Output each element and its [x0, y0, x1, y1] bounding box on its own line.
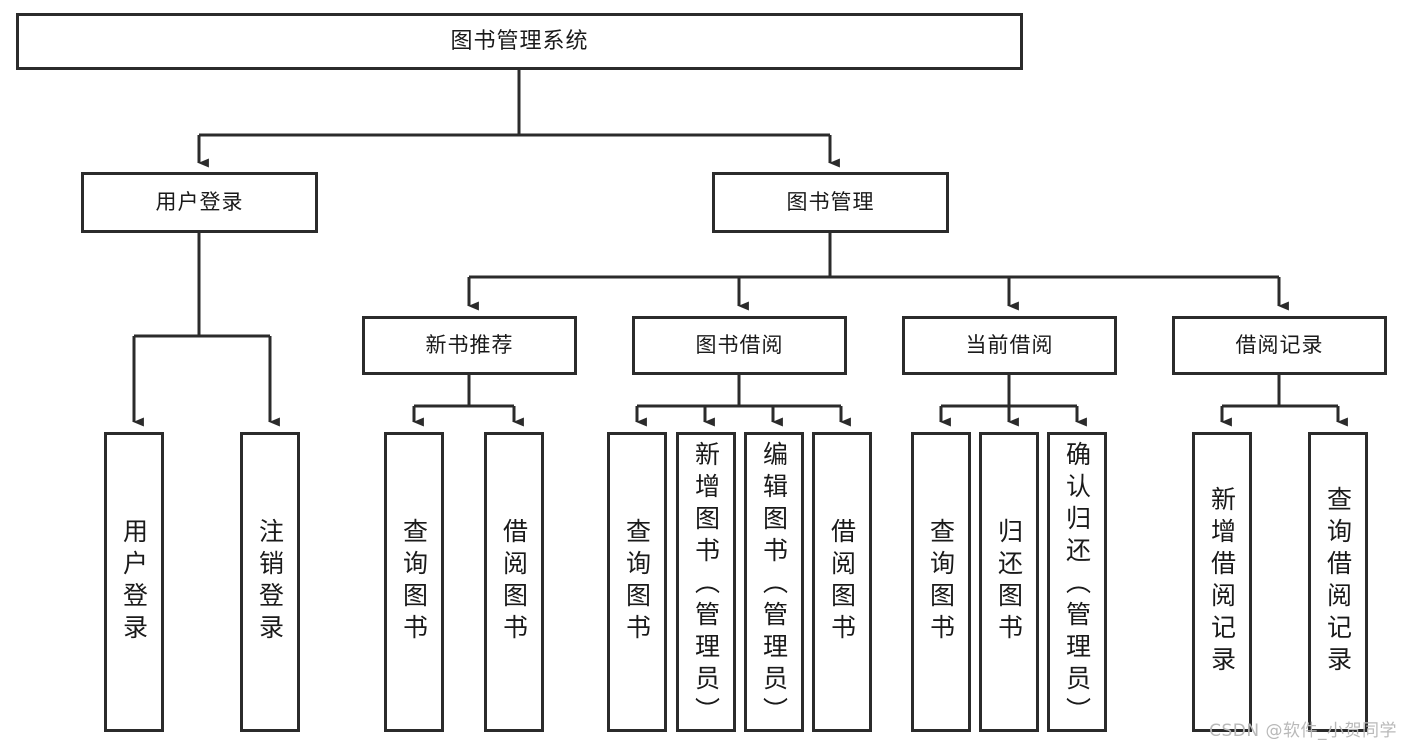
node-leaf-borrow-book-1[interactable]: 借阅图书	[484, 432, 544, 732]
node-new-book-recommend-label: 新书推荐	[425, 333, 514, 358]
node-book-borrow-label: 图书借阅	[695, 333, 784, 358]
node-leaf-query-borrow-record[interactable]: 查询借阅记录	[1308, 432, 1368, 732]
node-leaf-query-book-3-label: 查询图书	[926, 518, 956, 646]
node-leaf-query-book-2[interactable]: 查询图书	[607, 432, 667, 732]
node-leaf-user-login-label: 用户登录	[119, 518, 149, 646]
node-current-borrow-label: 当前借阅	[965, 333, 1054, 358]
node-leaf-edit-book-admin-label: 编辑图书（管理员）	[759, 441, 789, 729]
node-leaf-return-book[interactable]: 归还图书	[979, 432, 1039, 732]
node-leaf-borrow-book-2-label: 借阅图书	[827, 518, 857, 646]
node-user-login[interactable]: 用户登录	[81, 172, 318, 233]
node-leaf-logout-login-label: 注销登录	[255, 518, 285, 646]
node-leaf-query-book-2-label: 查询图书	[622, 518, 652, 646]
node-user-login-label: 用户登录	[155, 190, 244, 215]
node-leaf-query-borrow-record-label: 查询借阅记录	[1323, 486, 1353, 678]
node-leaf-logout-login[interactable]: 注销登录	[240, 432, 300, 732]
node-leaf-add-book-admin[interactable]: 新增图书（管理员）	[676, 432, 736, 732]
node-borrow-record-label: 借阅记录	[1235, 333, 1324, 358]
node-new-book-recommend[interactable]: 新书推荐	[362, 316, 577, 375]
node-leaf-query-book-1-label: 查询图书	[399, 518, 429, 646]
node-book-manage[interactable]: 图书管理	[712, 172, 949, 233]
node-leaf-query-book-3[interactable]: 查询图书	[911, 432, 971, 732]
node-leaf-query-book-1[interactable]: 查询图书	[384, 432, 444, 732]
node-leaf-confirm-return-admin-label: 确认归还（管理员）	[1062, 441, 1092, 729]
node-root-label: 图书管理系统	[450, 28, 589, 54]
node-current-borrow[interactable]: 当前借阅	[902, 316, 1117, 375]
node-leaf-borrow-book-2[interactable]: 借阅图书	[812, 432, 872, 732]
node-borrow-record[interactable]: 借阅记录	[1172, 316, 1387, 375]
node-leaf-confirm-return-admin[interactable]: 确认归还（管理员）	[1047, 432, 1107, 732]
node-leaf-add-borrow-record[interactable]: 新增借阅记录	[1192, 432, 1252, 732]
node-leaf-return-book-label: 归还图书	[994, 518, 1024, 646]
node-leaf-add-borrow-record-label: 新增借阅记录	[1207, 486, 1237, 678]
node-book-manage-label: 图书管理	[786, 190, 875, 215]
node-leaf-edit-book-admin[interactable]: 编辑图书（管理员）	[744, 432, 804, 732]
node-leaf-user-login[interactable]: 用户登录	[104, 432, 164, 732]
node-leaf-add-book-admin-label: 新增图书（管理员）	[691, 441, 721, 729]
node-leaf-borrow-book-1-label: 借阅图书	[499, 518, 529, 646]
node-book-borrow[interactable]: 图书借阅	[632, 316, 847, 375]
csdn-watermark: CSDN @软件_小贺同学	[1209, 721, 1397, 741]
node-root[interactable]: 图书管理系统	[16, 13, 1023, 70]
